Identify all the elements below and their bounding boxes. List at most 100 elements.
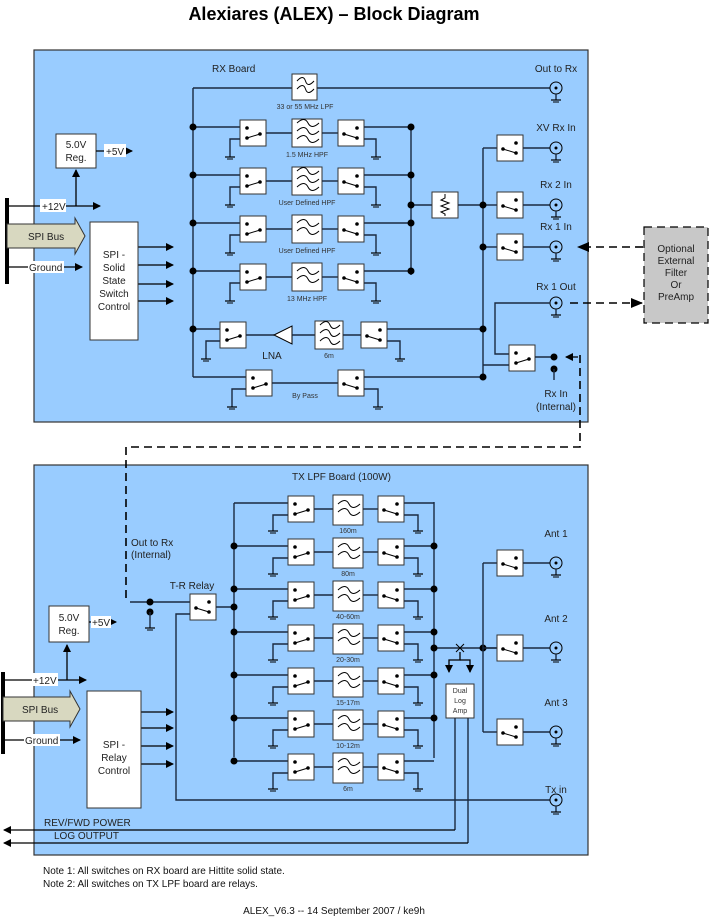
junction — [230, 603, 238, 611]
rx-filter-label: 33 or 55 MHz LPF — [277, 104, 334, 111]
filter-curve — [296, 77, 315, 85]
junction — [407, 171, 415, 179]
junction — [479, 373, 487, 381]
switch — [496, 549, 524, 577]
filter-curve — [296, 175, 320, 183]
junction — [407, 267, 415, 275]
rx-port-label: XV Rx In — [536, 123, 575, 134]
log-amp-label: Dual — [453, 688, 468, 695]
filter-curve — [337, 500, 361, 508]
external-filter-label: External — [658, 256, 695, 267]
filter-block — [291, 118, 323, 148]
switch — [287, 624, 315, 652]
tx-power-section: 5.0V Reg. +5V +12V SPI Bus Ground SPI -R… — [1, 605, 468, 847]
tx-filter-label: 10-12m — [336, 743, 360, 750]
rx-spi-bus-label: SPI Bus — [28, 232, 64, 243]
switch — [496, 718, 524, 746]
junction — [430, 671, 438, 679]
note-1: Note 1: All switches on RX board are Hit… — [43, 866, 285, 877]
power-output-label: LOG OUTPUT — [54, 831, 119, 842]
log-amp-label: Amp — [453, 708, 468, 715]
junction — [407, 201, 415, 209]
switch — [239, 263, 267, 291]
junction — [430, 714, 438, 722]
filter-block — [314, 320, 344, 350]
tx-filter-label: 20-30m — [336, 657, 360, 664]
filter-block — [291, 166, 323, 196]
rx-port-label: (Internal) — [536, 402, 576, 413]
log-amp-label: Log — [454, 698, 466, 705]
switch — [287, 710, 315, 738]
junction — [189, 123, 197, 131]
external-filter-label: Or — [670, 280, 682, 291]
tx-filter-label: 6m — [343, 786, 353, 793]
junction — [230, 714, 238, 722]
switch — [496, 191, 524, 219]
tx-spi-controller — [86, 690, 142, 809]
switch — [508, 344, 536, 372]
switch — [189, 593, 217, 621]
junction — [230, 671, 238, 679]
filter-curve — [296, 183, 320, 191]
filter-curve — [296, 135, 320, 143]
rx-12v-label: +12V — [42, 202, 66, 213]
switch — [337, 215, 365, 243]
out-to-rx-label: Out to Rx — [131, 538, 173, 549]
filter-curve — [337, 758, 361, 766]
rx-controller-label: Control — [98, 302, 130, 313]
filter-curve — [337, 680, 361, 688]
tx-spi-bus-arrow — [2, 689, 81, 729]
filter-curve — [296, 119, 320, 127]
switch — [287, 667, 315, 695]
rx-port-label: Rx 2 In — [540, 180, 572, 191]
switch — [245, 369, 273, 397]
filter-curve — [296, 127, 320, 135]
switch — [287, 753, 315, 781]
tx-board-label: TX LPF Board (100W) — [292, 472, 391, 483]
tx-regulator-label: Reg. — [58, 626, 79, 637]
junction — [230, 757, 238, 765]
rx-controller-label: Solid — [103, 263, 125, 274]
antenna-label: Ant 1 — [544, 529, 568, 540]
tx-12v-label: +12V — [33, 676, 57, 687]
switch — [337, 167, 365, 195]
junction — [407, 219, 415, 227]
rx-port-label: Rx In — [544, 389, 567, 400]
tx-filter-label: 40-60m — [336, 614, 360, 621]
filter-curve — [296, 267, 320, 275]
junction — [230, 542, 238, 550]
filter-curve — [319, 321, 341, 329]
tx-filter-label: 80m — [341, 571, 355, 578]
filter-curve — [337, 629, 361, 637]
rx-controller-label: Switch — [99, 289, 128, 300]
out-to-rx-label: (Internal) — [131, 550, 171, 561]
switch — [377, 753, 405, 781]
rx-regulator-label: Reg. — [65, 153, 86, 164]
tx-controller-label: Relay — [101, 753, 127, 764]
junction — [430, 628, 438, 636]
rx-filter-label: User Defined HPF — [279, 248, 336, 255]
filter-curve — [296, 275, 320, 283]
switch — [219, 321, 247, 349]
junction — [189, 171, 197, 179]
junction — [479, 325, 487, 333]
tx-regulator-label: 5.0V — [59, 613, 80, 624]
junction — [189, 267, 197, 275]
filter-curve — [296, 219, 320, 227]
junction — [430, 542, 438, 550]
tx-spi-bus-label: SPI Bus — [22, 705, 58, 716]
tx-controller-label: SPI - — [103, 740, 125, 751]
switch — [496, 134, 524, 162]
resistor-icon — [439, 194, 451, 216]
rx-power-section: 5.0V Reg. +5V +12V SPI Bus Ground SPI -S… — [5, 133, 139, 341]
filter-block — [332, 623, 364, 655]
rx-regulator-label: 5.0V — [66, 140, 87, 151]
junction — [479, 201, 487, 209]
note-2: Note 2: All switches on TX LPF board are… — [43, 879, 258, 890]
rx-port-label: Out to Rx — [535, 64, 577, 75]
switch — [287, 581, 315, 609]
switch — [337, 119, 365, 147]
junction — [430, 644, 438, 652]
